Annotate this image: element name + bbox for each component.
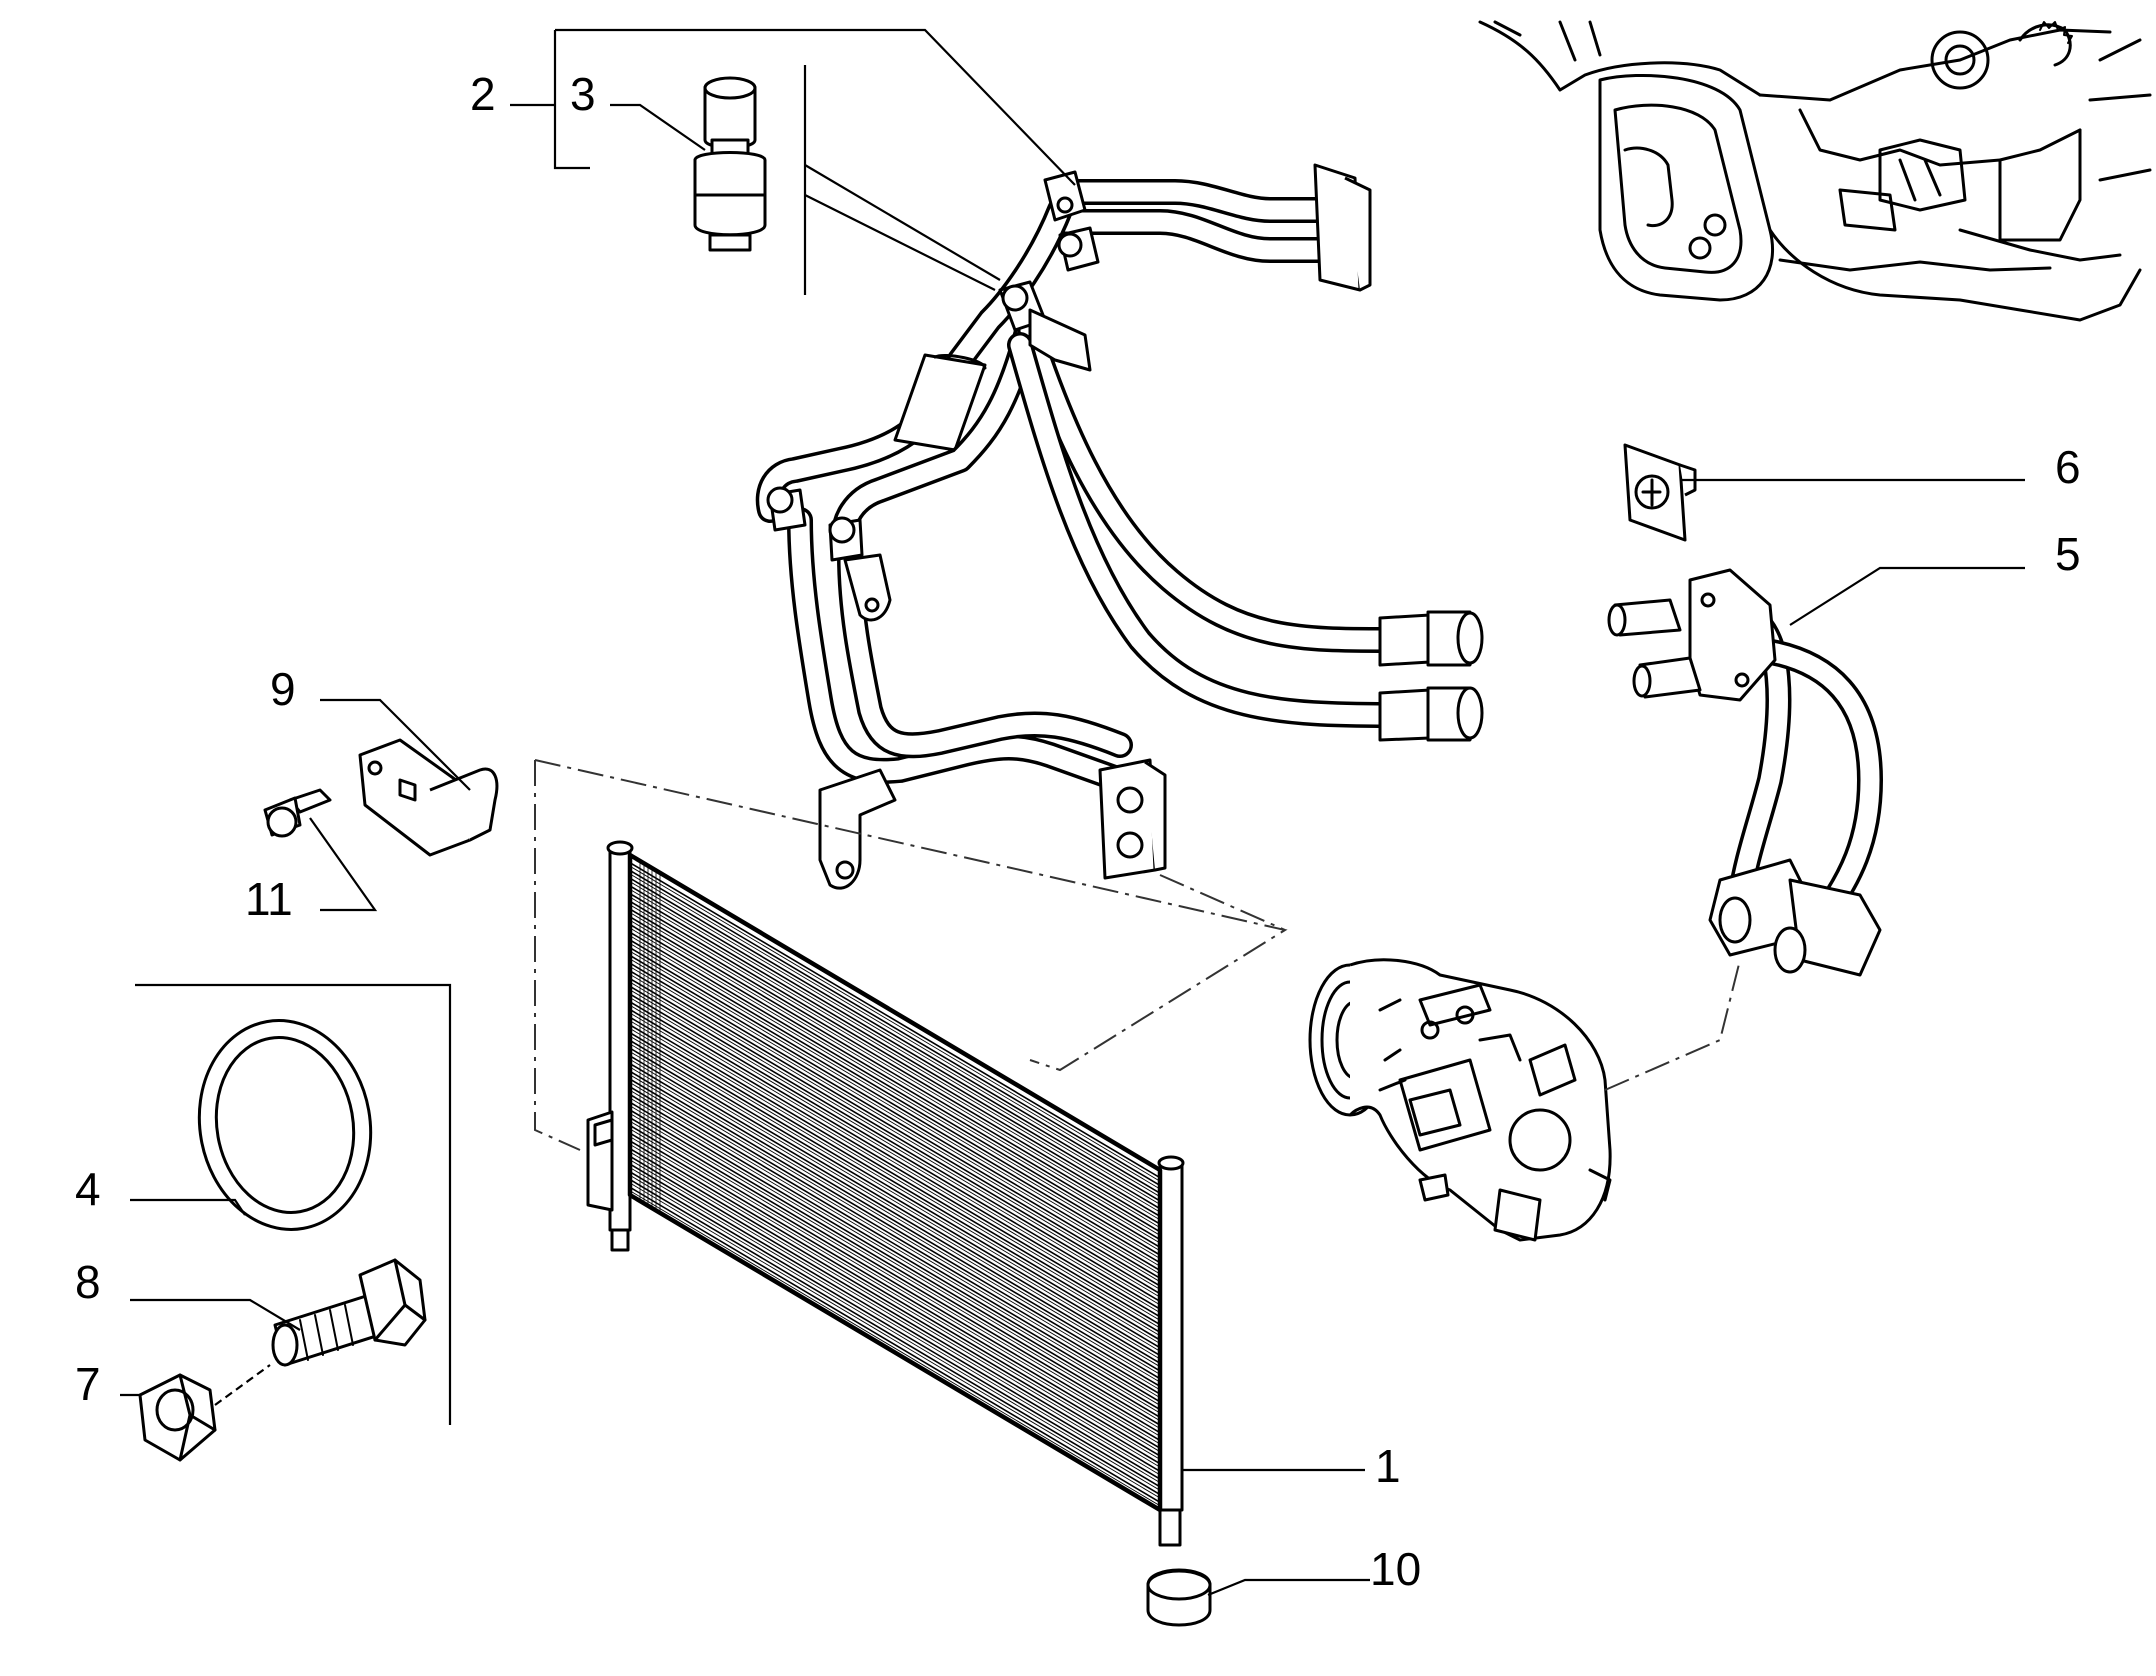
leader-lines [120, 28, 2025, 1597]
refrigerant-hose-assembly [755, 163, 1484, 890]
callout-11: 11 [245, 873, 293, 925]
hex-bolt [271, 1258, 427, 1367]
seal-ring [197, 1019, 373, 1231]
mounting-bracket [358, 738, 499, 857]
callout-9: 9 [270, 663, 296, 715]
callout-4: 4 [75, 1163, 101, 1215]
pressure-switch [693, 76, 767, 252]
condenser-radiator [534, 759, 1288, 1547]
condenser-fins [629, 862, 1161, 1507]
mounting-bolt [263, 788, 332, 838]
hex-nut [138, 1364, 271, 1462]
callout-1: 1 [1375, 1440, 1401, 1492]
callout-3: 3 [570, 68, 596, 120]
rubber-grommet [1146, 1568, 1212, 1627]
hose-clip [1623, 443, 1697, 542]
callout-10: 10 [1370, 1543, 1421, 1595]
compressor-hose [1607, 568, 1883, 977]
callout-5: 5 [2055, 528, 2081, 580]
engine-block-illustration [1478, 20, 2152, 322]
callout-8: 8 [75, 1256, 101, 1308]
ac-compressor [1308, 958, 1741, 1242]
callout-7: 7 [75, 1358, 101, 1410]
callout-2: 2 [470, 68, 496, 120]
callout-6: 6 [2055, 441, 2081, 493]
